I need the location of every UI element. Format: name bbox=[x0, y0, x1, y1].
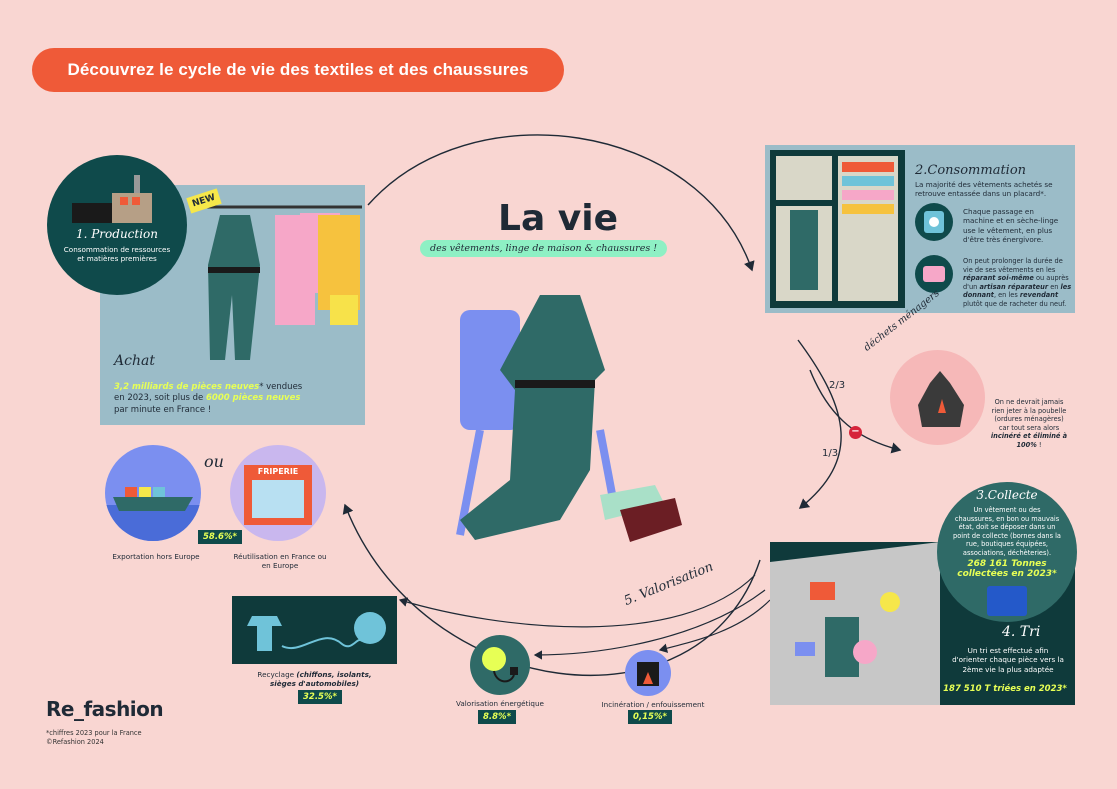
production-title: 1. Production bbox=[75, 227, 159, 241]
plug-icon bbox=[482, 647, 518, 683]
trash-bag-circle bbox=[890, 350, 985, 445]
arrow-to-energy bbox=[533, 589, 766, 660]
arrow-consommation-to-collecte bbox=[797, 339, 842, 509]
recycling-label: Recyclage (chiffons, isolants, sièges d'… bbox=[257, 670, 372, 689]
energy-percent: 8.8%* bbox=[478, 710, 517, 724]
refashion-logo: Re_fashion bbox=[46, 697, 164, 721]
center-title: La vie bbox=[498, 198, 618, 239]
energy-circle bbox=[470, 635, 530, 695]
reuse-percent: 58.6%* bbox=[198, 530, 242, 544]
footer-copyright: ©Refashion 2024 bbox=[46, 738, 104, 746]
trash-bag-icon bbox=[918, 371, 964, 427]
cargo-ship-icon bbox=[105, 487, 201, 541]
yarn-recycling-icon bbox=[247, 612, 386, 651]
dechets-text: On ne devrait jamais rien jeter à la pou… bbox=[990, 398, 1068, 449]
clothes-rack-illustration bbox=[195, 205, 362, 360]
factory-icon bbox=[72, 175, 152, 223]
arrow-to-dechets bbox=[809, 369, 902, 454]
fraction-collecte: 1/3 bbox=[822, 448, 839, 459]
incineration-percent: 0,15%* bbox=[628, 710, 672, 724]
footer-note: *chiffres 2023 pour la France bbox=[46, 729, 142, 737]
recycling-panel bbox=[232, 596, 397, 664]
arrow-to-incineration bbox=[658, 599, 771, 653]
sorting-table-illustration bbox=[770, 542, 940, 705]
production-circle: 1. Production Consommation de ressources… bbox=[47, 155, 187, 295]
collection-bin-icon bbox=[987, 586, 1027, 616]
collecte-desc: Un vêtement ou des chaussures, en bon ou… bbox=[953, 506, 1061, 557]
achat-title: Achat bbox=[114, 353, 155, 369]
washing-machine-icon bbox=[915, 203, 953, 241]
energy-label: Valorisation énergétique bbox=[456, 699, 544, 708]
consommation-panel: 2.Consommation La majorité des vêtements… bbox=[765, 145, 1075, 313]
friperie-shop-icon: FRIPERIE bbox=[244, 465, 312, 525]
page-title: Découvrez le cycle de vie des textiles e… bbox=[67, 60, 529, 79]
tri-desc: Un tri est effectué afin d'orienter chaq… bbox=[952, 646, 1064, 674]
collecte-stat: 268 161 Tonnes collectées en 2023* bbox=[957, 559, 1057, 580]
reuse-circle: FRIPERIE bbox=[230, 445, 326, 541]
sewing-machine-icon bbox=[915, 255, 953, 293]
collecte-title: 3.Collecte bbox=[976, 488, 1038, 502]
arrow-production-to-consommation bbox=[367, 134, 755, 272]
consommation-title: 2.Consommation bbox=[915, 163, 1027, 178]
consommation-desc: La majorité des vêtements achetés se ret… bbox=[915, 180, 1053, 199]
incineration-label: Incinération / enfouissement bbox=[601, 700, 705, 709]
wardrobe-illustration bbox=[770, 150, 905, 308]
recycling-percent: 32.5%* bbox=[298, 690, 342, 704]
production-desc: Consommation de ressources et matières p… bbox=[63, 245, 171, 264]
export-circle bbox=[105, 445, 201, 541]
tri-title: 4. Tri bbox=[1002, 624, 1041, 640]
fraction-dechets: 2/3 bbox=[829, 380, 846, 391]
consommation-item-repair: On peut prolonger la durée de vie de ses… bbox=[963, 257, 1072, 308]
tri-stat: 187 510 T triées en 2023* bbox=[943, 684, 1067, 694]
arrow-tri-to-reuse bbox=[342, 503, 761, 677]
reuse-label: Réutilisation en France ou en Europe bbox=[233, 552, 327, 571]
minus-icon: − bbox=[849, 426, 862, 439]
achat-text: 3,2 milliards de pièces neuves* vendues … bbox=[114, 382, 303, 415]
export-label: Exportation hors Europe bbox=[112, 552, 200, 561]
collecte-circle: 3.Collecte Un vêtement ou des chaussures… bbox=[937, 482, 1077, 622]
incineration-circle bbox=[625, 650, 671, 696]
center-subtitle: des vêtements, linge de maison & chaussu… bbox=[420, 240, 668, 257]
incinerator-icon bbox=[637, 662, 659, 686]
page-title-banner: Découvrez le cycle de vie des textiles e… bbox=[32, 48, 564, 92]
consommation-item-wash: Chaque passage en machine et en sèche-li… bbox=[963, 207, 1059, 245]
jumpsuit-chair-illustration bbox=[456, 295, 682, 542]
or-label: ou bbox=[204, 452, 224, 471]
arrow-to-recycling bbox=[398, 574, 756, 628]
